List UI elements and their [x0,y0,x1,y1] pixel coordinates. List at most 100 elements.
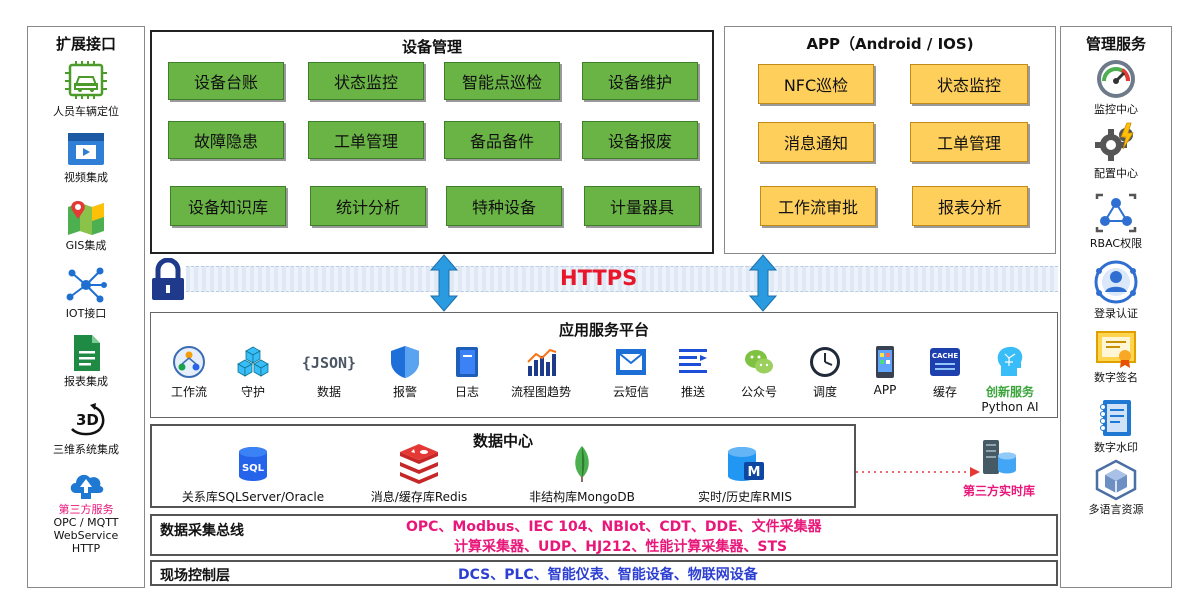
push-list-icon [679,349,707,373]
clock-icon [810,347,840,377]
service-app[interactable]: APP [854,344,916,397]
guard-cubes-icon [237,346,269,377]
service-cloud-sms[interactable]: 云短信 [600,344,662,400]
db-mongodb[interactable]: 非结构库MongoDB [516,444,648,505]
gis-integration-item[interactable]: GIS集成 [28,197,144,252]
app-button-status-monitor[interactable]: 状态监控 [910,64,1028,104]
service-innovation[interactable]: 创新服务 Python AI [976,344,1044,414]
rbac-network-icon [1095,193,1137,233]
monitoring-center-item[interactable]: 监控中心 [1061,57,1171,116]
cache-icon-text: CACHE [932,352,959,360]
service-official-account[interactable]: 公众号 [728,344,790,400]
db-rmis[interactable]: M 实时/历史库RMIS [680,444,810,505]
db-rmis-label: 实时/历史库RMIS [698,490,792,504]
app-button-workflow-approval[interactable]: 工作流审批 [760,186,876,226]
cache-icon: CACHE [930,348,960,376]
service-official-account-label: 公众号 [740,385,777,399]
equipment-button-metering[interactable]: 计量器具 [584,186,700,226]
ai-head-icon [997,346,1023,376]
service-workflow[interactable]: 工作流 [158,344,220,400]
iot-interface-item[interactable]: IOT接口 [28,265,144,320]
equipment-button-statistics[interactable]: 统计分析 [310,186,426,226]
digital-watermark-item[interactable]: 数字水印 [1061,397,1171,454]
equipment-button-status-monitor[interactable]: 状态监控 [308,62,424,100]
app-button-work-order[interactable]: 工单管理 [910,122,1028,162]
equipment-button-special-equipment[interactable]: 特种设备 [446,186,562,226]
https-band [186,266,1058,292]
3d-system-integration-label: 三维系统集成 [53,443,119,456]
redis-icon [400,444,438,484]
data-center-title: 数据中心 [472,432,533,450]
monitoring-center-label: 监控中心 [1094,103,1138,116]
mongodb-leaf-icon [575,446,589,482]
rbac-permission-label: RBAC权限 [1089,237,1143,250]
multi-language-resource-label: 多语言资源 [1088,503,1144,516]
service-schedule[interactable]: 调度 [794,344,856,400]
server-db-icon [983,440,1016,474]
login-auth-item[interactable]: 登录认证 [1061,259,1171,320]
sql-icon-text: SQL [242,463,265,474]
app-button-report-analysis[interactable]: 报表分析 [912,186,1028,226]
gear-lightning-icon [1095,122,1134,161]
equipment-button-ledger[interactable]: 设备台账 [168,62,284,100]
padlock-icon [152,258,184,300]
equipment-button-work-order[interactable]: 工单管理 [308,121,424,159]
wechat-icon [745,350,773,374]
car-chip-icon [65,61,107,99]
management-service-title: 管理服务 [1085,35,1146,53]
equipment-button-knowledge-base[interactable]: 设备知识库 [170,186,286,226]
service-guard[interactable]: 守护 [222,344,284,400]
bidirectional-arrow-equipment [429,254,459,312]
video-integration-item[interactable]: 视频集成 [28,129,144,184]
equipment-button-maintenance[interactable]: 设备维护 [582,62,698,100]
app-panel-title: APP（Android / IOS) [806,35,974,53]
rbac-permission-item[interactable]: RBAC权限 [1061,191,1171,250]
phone-icon [876,346,894,378]
service-cache[interactable]: CACHE 缓存 [914,344,976,400]
service-trend-label: 流程图趋势 [510,385,571,399]
report-integration-item[interactable]: 报表集成 [28,333,144,388]
login-auth-label: 登录认证 [1094,307,1138,320]
equipment-button-spare-parts[interactable]: 备品备件 [444,121,560,159]
rmis-db-icon: M [728,447,764,481]
report-integration-label: 报表集成 [64,375,108,388]
config-center-item[interactable]: 配置中心 [1061,121,1171,180]
service-push[interactable]: 推送 [662,344,724,400]
equipment-management-title: 设备管理 [401,38,462,56]
third-party-protocol-line1: OPC / MQTT [53,516,119,529]
video-icon [68,133,104,165]
rmis-icon-text: M [748,465,761,480]
acquisition-protocols-line1: OPC、Modbus、IEC 104、NBIot、CDT、DDE、文件采集器 [406,519,822,535]
service-trend[interactable]: 流程图趋势 [510,344,572,400]
iot-interface-label: IOT接口 [65,307,107,320]
service-data[interactable]: {JSON} 数据 [298,344,360,400]
service-app-label: APP [873,383,897,397]
equipment-button-smart-inspection[interactable]: 智能点巡检 [444,62,560,100]
data-acquisition-bus-panel: 数据采集总线 [150,514,1058,556]
db-relational[interactable]: SQL 关系库SQLServer/Oracle [168,444,338,505]
equipment-button-scrap[interactable]: 设备报废 [582,121,698,159]
cube-icon [1095,459,1137,501]
service-alarm[interactable]: 报警 [374,344,436,400]
cloud-upload-icon [70,474,104,499]
app-button-nfc-inspection[interactable]: NFC巡检 [758,64,874,104]
third-party-realtime-db[interactable]: 第三方实时库 [944,436,1054,499]
third-party-protocol-line3: HTTP [71,542,101,555]
json-icon-text: {JSON} [302,354,356,372]
json-icon: {JSON} [302,354,356,372]
personnel-vehicle-location-item[interactable]: 人员车辆定位 [28,59,144,118]
db-redis[interactable]: 消息/缓存库Redis [354,444,484,505]
gauge-icon [1097,60,1135,98]
gis-integration-label: GIS集成 [65,239,107,252]
multi-language-resource-item[interactable]: 多语言资源 [1061,459,1171,516]
service-log[interactable]: 日志 [436,344,498,400]
service-cloud-sms-label: 云短信 [612,385,649,399]
service-workflow-label: 工作流 [170,385,207,399]
third-party-service-item[interactable]: 第三方服务 OPC / MQTT WebService HTTP [28,467,144,555]
equipment-button-fault-hazard[interactable]: 故障隐患 [168,121,284,159]
app-button-message-notify[interactable]: 消息通知 [758,122,874,162]
3d-system-integration-item[interactable]: 3D 三维系统集成 [28,401,144,456]
extension-interface-panel: 扩展接口 人员车辆定位 视频集成 [27,26,145,588]
db-mongodb-label: 非结构库MongoDB [529,490,635,504]
digital-signature-item[interactable]: 数字签名 [1061,329,1171,384]
